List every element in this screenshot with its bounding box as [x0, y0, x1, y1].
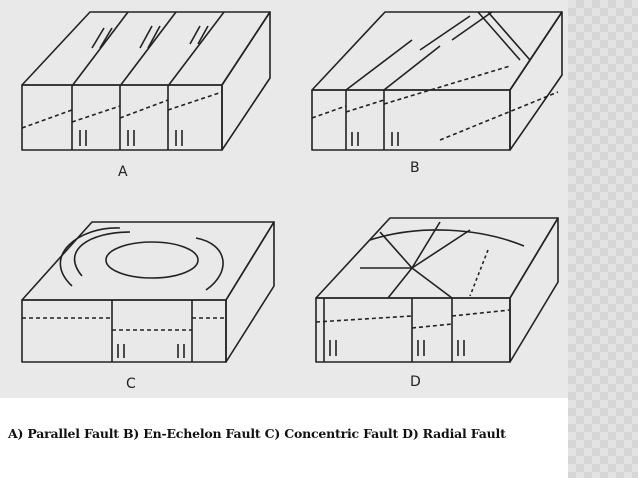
block-a-parallel-fault: [21, 11, 271, 151]
decorative-pattern-strip: [568, 0, 638, 478]
block-b-en-echelon-fault: [311, 11, 563, 151]
panel-label-d: D: [410, 374, 421, 390]
panel-label-c: C: [126, 376, 136, 392]
block-d-radial-fault: [315, 217, 559, 363]
fault-diagram: A B C D: [21, 11, 563, 392]
panel-label-a: A: [118, 164, 128, 180]
block-c-concentric-fault: [21, 221, 275, 363]
panel-label-b: B: [410, 160, 420, 176]
figure-caption: A) Parallel Fault B) En-Echelon Fault C)…: [8, 426, 506, 441]
fault-diagram-panel: A B C D: [0, 0, 568, 398]
